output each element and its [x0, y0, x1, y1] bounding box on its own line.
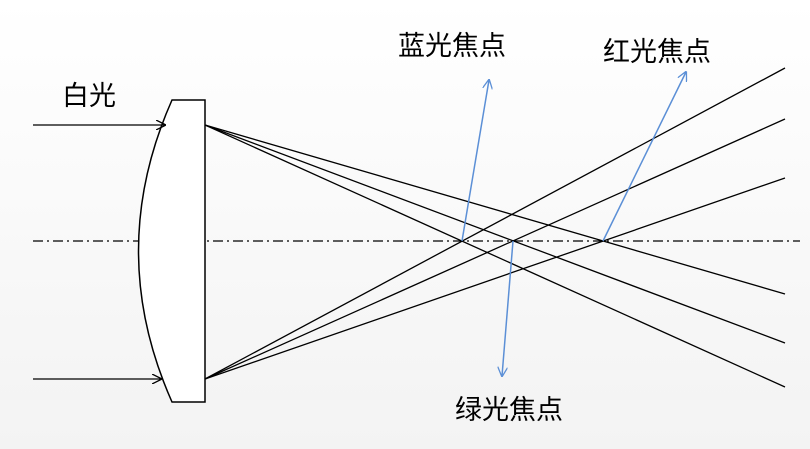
ray-blue-top: [204, 124, 786, 388]
green-focus-pointer: [502, 240, 514, 376]
blue-focus-label: 蓝光焦点: [398, 31, 506, 62]
green-focus-label: 绿光焦点: [455, 395, 563, 426]
ray-blue-bottom: [204, 67, 786, 380]
ray-green-top: [204, 124, 786, 344]
ray-green-bottom: [204, 118, 786, 380]
white-light-label: 白光: [62, 81, 116, 112]
refracted-rays: [204, 67, 786, 388]
ray-red-bottom: [204, 177, 786, 380]
red-focus-pointer: [602, 72, 686, 242]
ray-red-top: [204, 124, 786, 295]
red-focus-label: 红光焦点: [603, 37, 711, 68]
blue-focus-pointer: [461, 80, 489, 242]
lens: [137, 99, 206, 403]
